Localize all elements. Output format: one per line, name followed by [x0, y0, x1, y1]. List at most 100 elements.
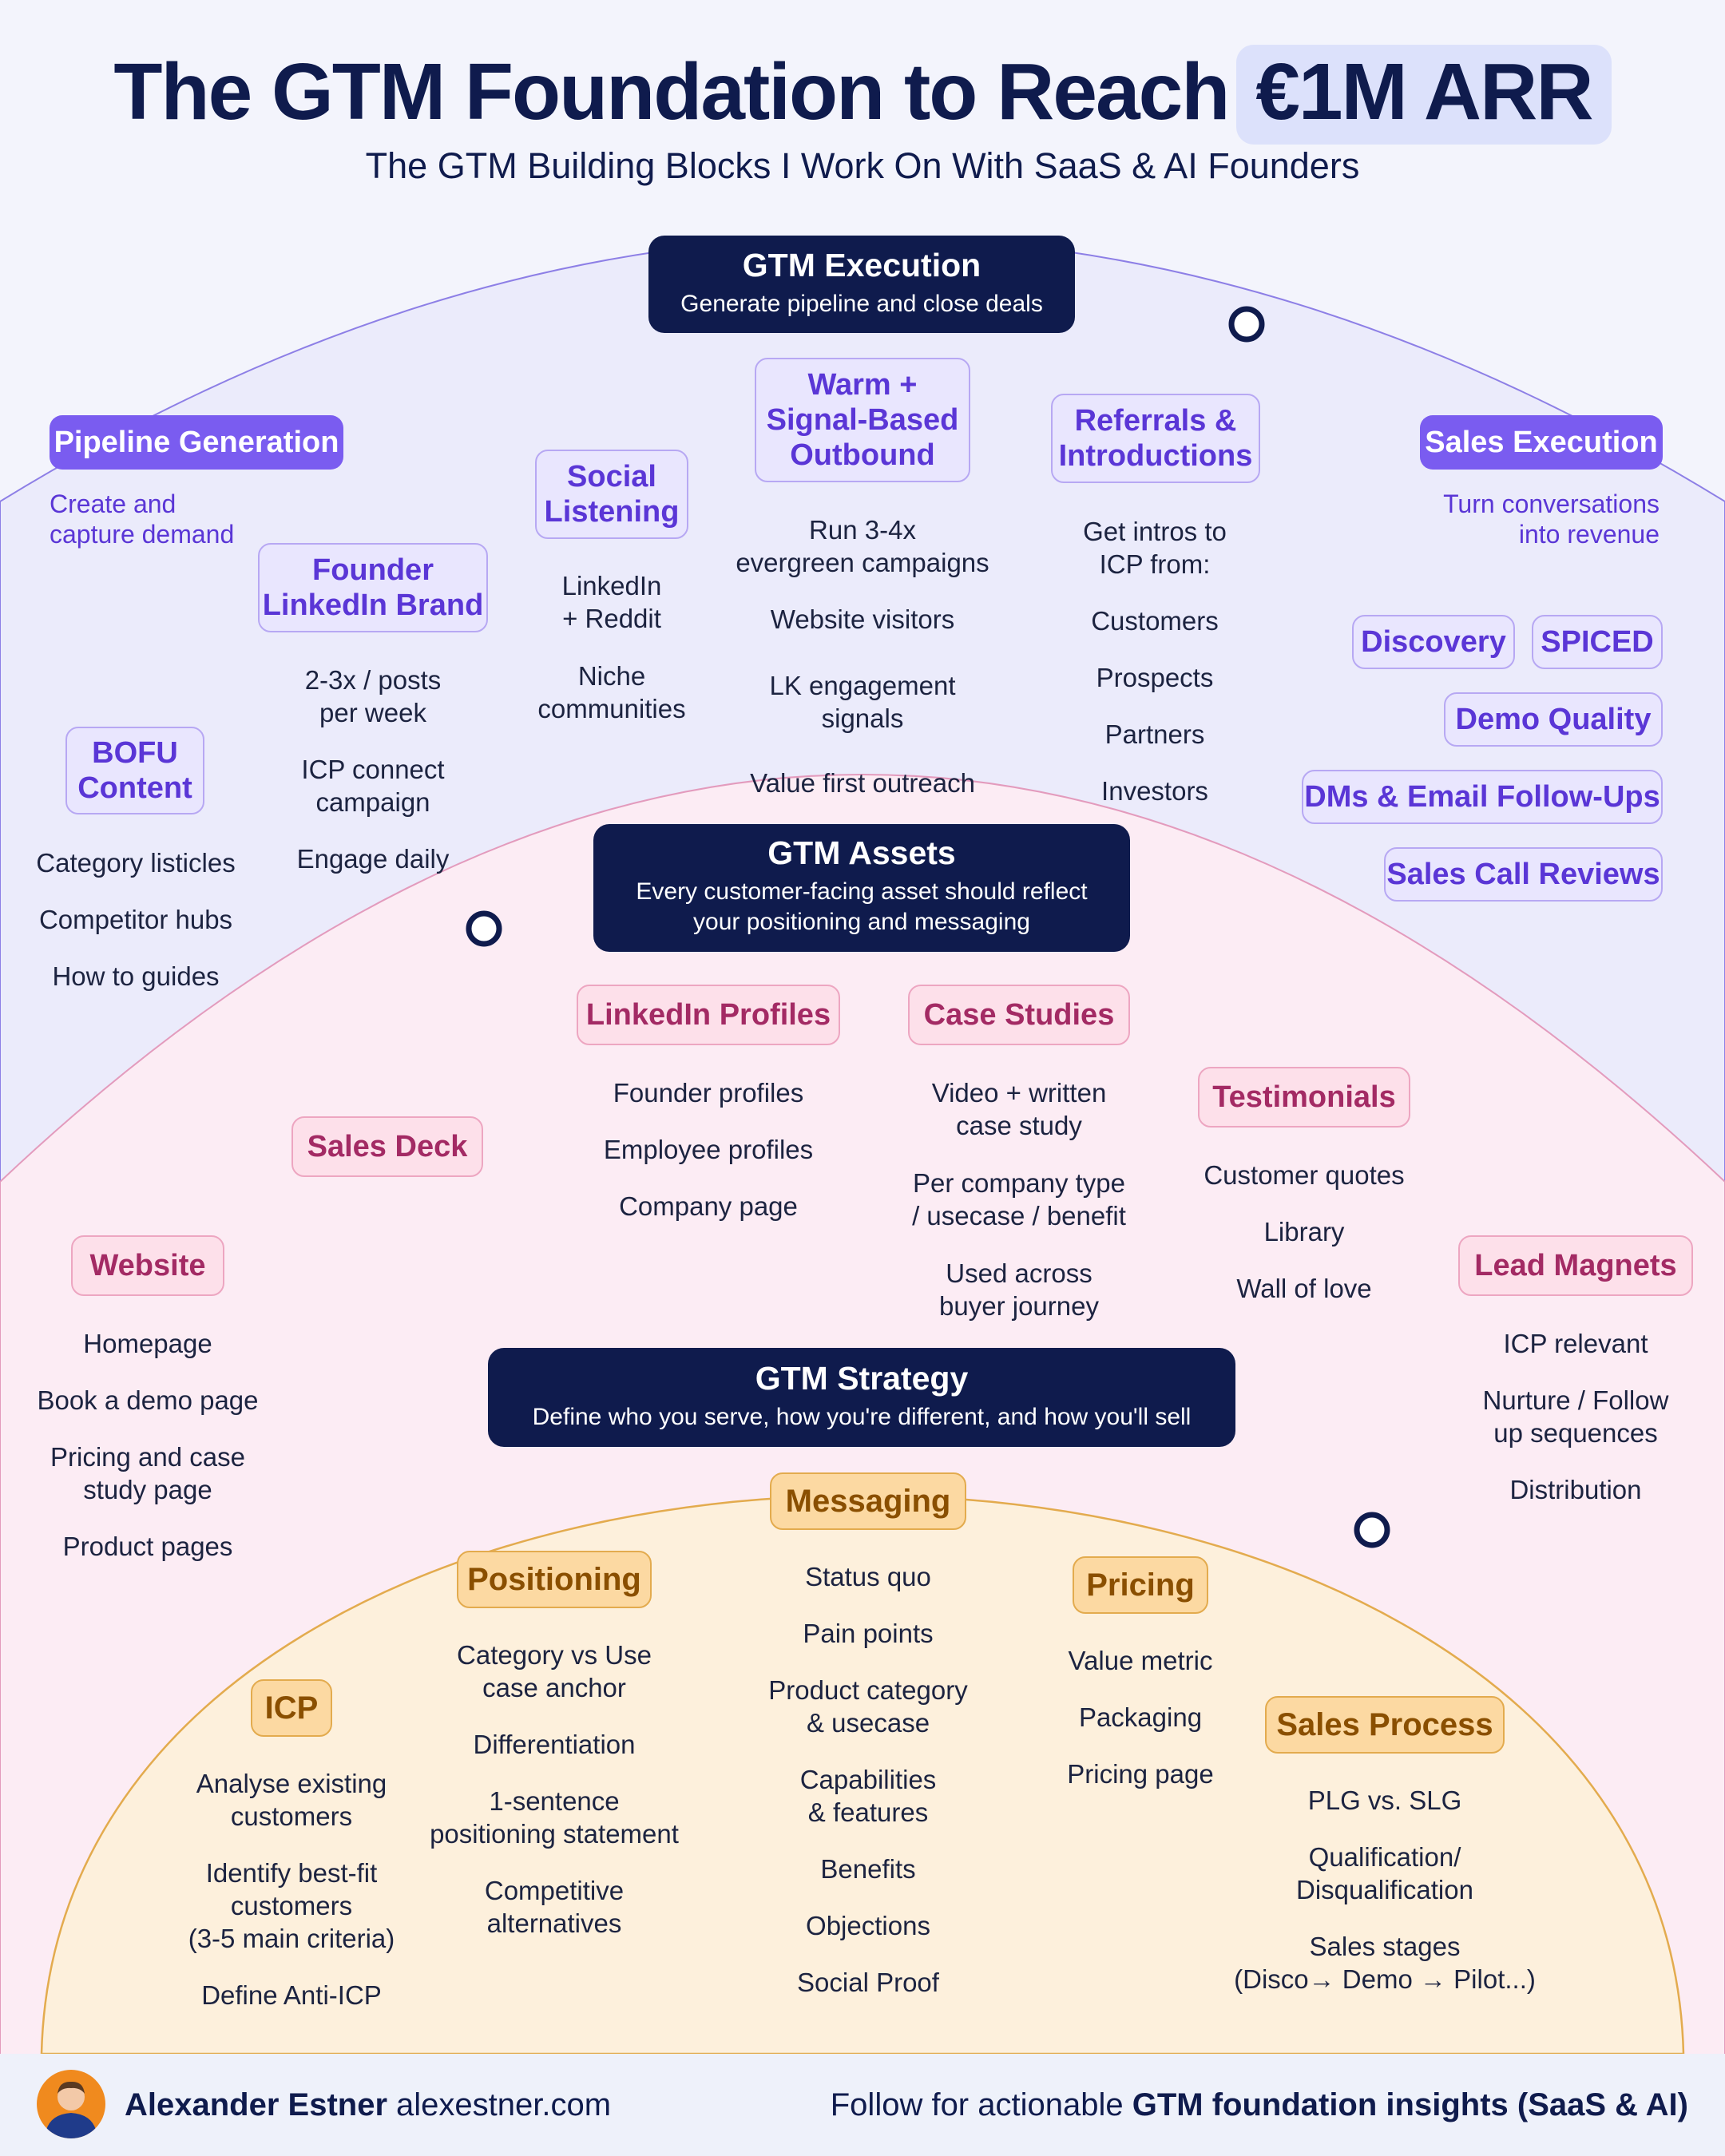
sales-process-item: Sales stages (Disco→ Demo → Pilot...)	[1234, 1932, 1536, 1994]
tag-referrals-introductions: Referrals & Introductions	[1051, 394, 1260, 483]
hub-title: GTM Execution	[742, 247, 981, 283]
messaging-item: Capabilities & features	[799, 1765, 937, 1827]
tag-testimonials: Testimonials	[1198, 1067, 1410, 1128]
sales-execution-description: Turn conversations into revenue	[1443, 489, 1660, 549]
tag-pricing: Pricing	[1073, 1556, 1208, 1614]
referrals-item: Get intros to ICP from:	[1083, 517, 1227, 579]
icp-item: Analyse existing customers	[196, 1769, 387, 1831]
title-main: The GTM Foundation to Reach	[113, 47, 1230, 137]
hub-title: GTM Strategy	[755, 1360, 969, 1397]
ring-marker-1	[1228, 306, 1265, 343]
title-highlight: €1M ARR	[1236, 45, 1612, 145]
hub-subtitle: Define who you serve, how you're differe…	[532, 1404, 1192, 1430]
ring-marker-3	[1354, 1512, 1390, 1548]
outbound-item: LK engagement signals	[769, 671, 956, 733]
linkedin-profiles-item: Company page	[619, 1191, 798, 1221]
positioning-item: Differentiation	[473, 1730, 636, 1759]
tag-social-listening: Social Listening	[535, 450, 688, 539]
website-item: Homepage	[83, 1329, 212, 1358]
hub-subtitle: Every customer-facing asset should refle…	[636, 878, 1088, 935]
hub-gtm-assets: GTM Assets Every customer-facing asset s…	[593, 824, 1130, 952]
ring-marker-2	[466, 910, 502, 947]
hub-subtitle: Generate pipeline and close deals	[680, 291, 1043, 317]
pipeline-generation-description: Create and capture demand	[50, 489, 235, 549]
tag-icp: ICP	[251, 1679, 332, 1737]
avatar-person-icon	[45, 2081, 97, 2138]
tag-spiced: SPICED	[1532, 615, 1663, 669]
tag-founder-linkedin-brand: Founder LinkedIn Brand	[258, 543, 488, 632]
tag-sales-call-reviews: Sales Call Reviews	[1384, 847, 1663, 902]
tag-sales-execution: Sales Execution	[1420, 415, 1663, 470]
lead-magnets-item: Nurture / Follow up sequences	[1482, 1385, 1669, 1448]
website-item: Product pages	[62, 1532, 233, 1561]
referrals-item: Customers	[1091, 606, 1219, 636]
tag-linkedin-profiles: LinkedIn Profiles	[577, 985, 840, 1045]
testimonials-item: Wall of love	[1236, 1274, 1372, 1303]
icp-item: Define Anti-ICP	[201, 1980, 382, 2010]
bofu-item: Category listicles	[36, 848, 236, 878]
positioning-item: 1-sentence positioning statement	[430, 1786, 679, 1849]
tag-sales-process: Sales Process	[1265, 1696, 1505, 1754]
outbound-item: Value first outreach	[750, 768, 975, 798]
cta-prefix: Follow for actionable	[830, 2087, 1132, 2122]
founder-brand-item: Engage daily	[296, 844, 450, 874]
referrals-item: Partners	[1104, 719, 1205, 749]
bofu-item: Competitor hubs	[38, 905, 233, 934]
hub-title: GTM Assets	[767, 834, 956, 871]
outbound-item: Website visitors	[770, 604, 955, 634]
messaging-item: Product category & usecase	[768, 1675, 968, 1738]
messaging-item: Objections	[806, 1911, 930, 1940]
author-name: Alexander Estner	[125, 2087, 388, 2122]
page-subtitle: The GTM Building Blocks I Work On With S…	[365, 145, 1360, 186]
founder-brand-item: ICP connect campaign	[301, 755, 445, 817]
positioning-item: Competitive alternatives	[484, 1876, 625, 1938]
tag-website: Website	[71, 1235, 224, 1296]
lead-magnets-item: Distribution	[1509, 1475, 1642, 1504]
cta-bold: GTM foundation insights (SaaS & AI)	[1132, 2087, 1688, 2122]
messaging-item: Pain points	[803, 1619, 934, 1648]
social-listening-item: LinkedIn + Reddit	[561, 571, 662, 633]
bofu-item: How to guides	[52, 961, 220, 991]
tag-lead-magnets: Lead Magnets	[1458, 1235, 1693, 1296]
hub-gtm-strategy: GTM Strategy Define who you serve, how y…	[488, 1348, 1235, 1447]
tag-dms-email-follow-ups: DMs & Email Follow-Ups	[1302, 770, 1663, 824]
case-studies-item: Per company type / usecase / benefit	[912, 1168, 1126, 1231]
linkedin-profiles-item: Founder profiles	[613, 1078, 804, 1108]
tag-bofu-content: BOFU Content	[65, 727, 204, 814]
website-item: Book a demo page	[37, 1385, 259, 1415]
sales-process-item: Qualification/ Disqualification	[1296, 1842, 1473, 1904]
messaging-item: Benefits	[820, 1854, 916, 1884]
tag-discovery: Discovery	[1352, 615, 1515, 669]
referrals-item: Investors	[1101, 776, 1208, 806]
hub-gtm-execution: GTM Execution Generate pipeline and clos…	[648, 236, 1075, 333]
social-listening-item: Niche communities	[537, 661, 686, 723]
tag-case-studies: Case Studies	[908, 985, 1130, 1045]
footer-cta: Follow for actionable GTM foundation ins…	[831, 2087, 1688, 2123]
tag-warm-signal-based-outbound: Warm + Signal-Based Outbound	[755, 358, 970, 482]
page-title: The GTM Foundation to Reach€1M ARR	[0, 45, 1725, 145]
positioning-item: Category vs Use case anchor	[457, 1640, 652, 1702]
messaging-item: Status quo	[805, 1562, 931, 1591]
messaging-item: Social Proof	[797, 1968, 939, 1997]
outbound-item: Run 3-4x evergreen campaigns	[736, 515, 989, 577]
sales-process-item: PLG vs. SLG	[1307, 1785, 1462, 1815]
pricing-item: Pricing page	[1067, 1759, 1214, 1789]
tag-sales-deck: Sales Deck	[291, 1116, 483, 1177]
pricing-item: Packaging	[1078, 1702, 1203, 1732]
tag-messaging: Messaging	[770, 1472, 966, 1530]
lead-magnets-item: ICP relevant	[1503, 1329, 1648, 1358]
author-website[interactable]: alexestner.com	[396, 2087, 612, 2122]
linkedin-profiles-item: Employee profiles	[603, 1135, 814, 1164]
tag-positioning: Positioning	[457, 1551, 652, 1608]
tag-pipeline-generation: Pipeline Generation	[50, 415, 343, 470]
footer	[0, 2054, 1725, 2156]
case-studies-item: Video + written case study	[931, 1078, 1107, 1140]
founder-brand-item: 2-3x / posts per week	[304, 665, 442, 727]
testimonials-item: Library	[1263, 1217, 1345, 1246]
case-studies-item: Used across buyer journey	[939, 1258, 1099, 1321]
pricing-item: Value metric	[1068, 1646, 1213, 1675]
tag-demo-quality: Demo Quality	[1444, 692, 1663, 747]
website-item: Pricing and case study page	[50, 1442, 245, 1504]
testimonials-item: Customer quotes	[1204, 1160, 1405, 1190]
referrals-item: Prospects	[1096, 663, 1214, 692]
